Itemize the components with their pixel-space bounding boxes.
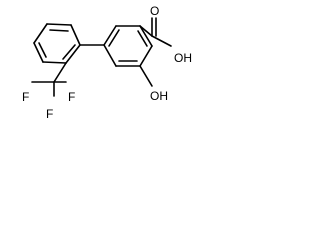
acid-hydroxyl-label: OH — [174, 51, 192, 65]
ring-a-bond-1-inner — [49, 29, 69, 32]
cf3-carbon-bond — [53, 62, 67, 83]
carbonyl-oxygen-label: O — [150, 4, 159, 18]
salicylic-acid-ring — [103, 25, 153, 67]
fluorine-left-label: F — [22, 90, 29, 104]
ring-b-bond-3 — [139, 25, 153, 47]
ring-a-bond-5-inner — [38, 42, 47, 58]
ring-b-bond-1 — [103, 25, 117, 46]
carboxylic-acid-group — [139, 17, 172, 47]
ring-a-bond-3-inner — [62, 44, 76, 60]
ring-a-bond-1 — [46, 23, 72, 26]
acid-c-bond — [139, 25, 153, 37]
chemical-structure-diagram: O OH OH F F F — [20, 4, 195, 121]
ring-b-bond-6 — [103, 44, 117, 67]
ring-a-bond-3 — [65, 44, 81, 64]
acid-oh-bond — [151, 35, 172, 47]
fluorine-top-right-label: F — [68, 90, 75, 104]
ring-a-bond-2 — [70, 24, 81, 46]
trifluoromethyl-group — [31, 62, 67, 97]
trifluoromethylphenyl-ring — [33, 23, 81, 64]
ring-b-bond-3-inner — [137, 30, 148, 47]
phenol-hydroxyl-label: OH — [150, 89, 168, 103]
phenol-oh-bond — [139, 65, 153, 87]
ring-b-bond-4 — [139, 45, 153, 67]
ring-a-bond-6 — [33, 23, 48, 44]
ring-a-bond-5 — [33, 42, 44, 63]
fluorine-bottom-label: F — [46, 107, 53, 121]
ring-b-bond-1-inner — [108, 29, 120, 47]
ring-a-bond-4 — [42, 61, 67, 64]
